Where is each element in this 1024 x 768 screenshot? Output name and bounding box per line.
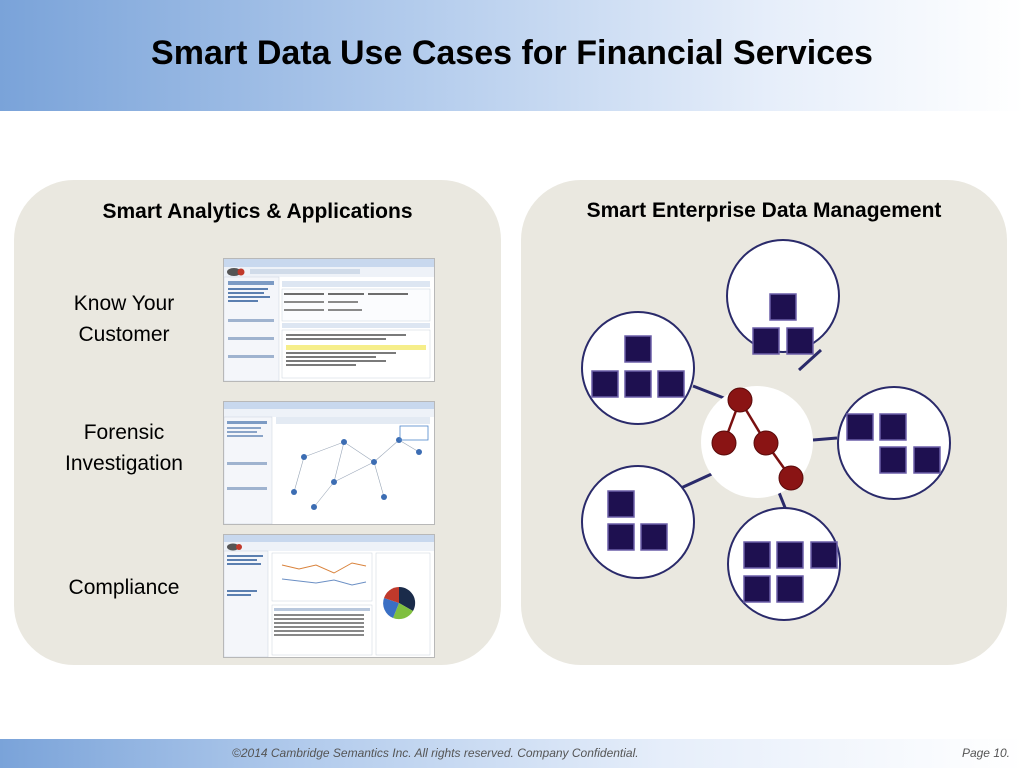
use-case-forensic-line2: Investigation [65,452,183,475]
hub-node-top [727,387,753,413]
smart-analytics-panel: Smart Analytics & Applications Know Your… [14,180,501,665]
data-squares [591,293,941,603]
use-case-kyc-line1: Know Your [73,292,175,315]
page-number: Page 10. [961,746,1010,760]
footer-band: ©2014 Cambridge Semantics Inc. All right… [0,739,1024,768]
header-band [0,0,1024,111]
use-case-compliance-line1: Compliance [68,576,180,599]
data-source-right [837,386,951,500]
compliance-screenshot [223,534,435,658]
hub-node-left [711,430,737,456]
enterprise-data-panel: Smart Enterprise Data Management [521,180,1007,665]
hub-node-middle [753,430,779,456]
hub-node-bottom [778,465,804,491]
data-network-diagram [581,239,951,621]
use-case-forensic-line1: Forensic [83,421,165,444]
data-source-left-top [581,311,695,425]
enterprise-data-title: Smart Enterprise Data Management [586,199,942,222]
forensic-screenshot [223,401,435,525]
network-links [680,348,838,511]
smart-analytics-title: Smart Analytics & Applications [102,200,413,223]
use-case-kyc-line2: Customer [78,323,170,346]
use-case-kyc: Know Your Customer [44,288,204,350]
slide-title: Smart Data Use Cases for Financial Servi… [151,34,873,72]
kyc-screenshot [223,258,435,382]
data-source-left-bottom [581,465,695,579]
use-case-compliance: Compliance [44,572,204,603]
copyright-text: ©2014 Cambridge Semantics Inc. All right… [232,746,639,760]
use-case-forensic: Forensic Investigation [44,417,204,479]
